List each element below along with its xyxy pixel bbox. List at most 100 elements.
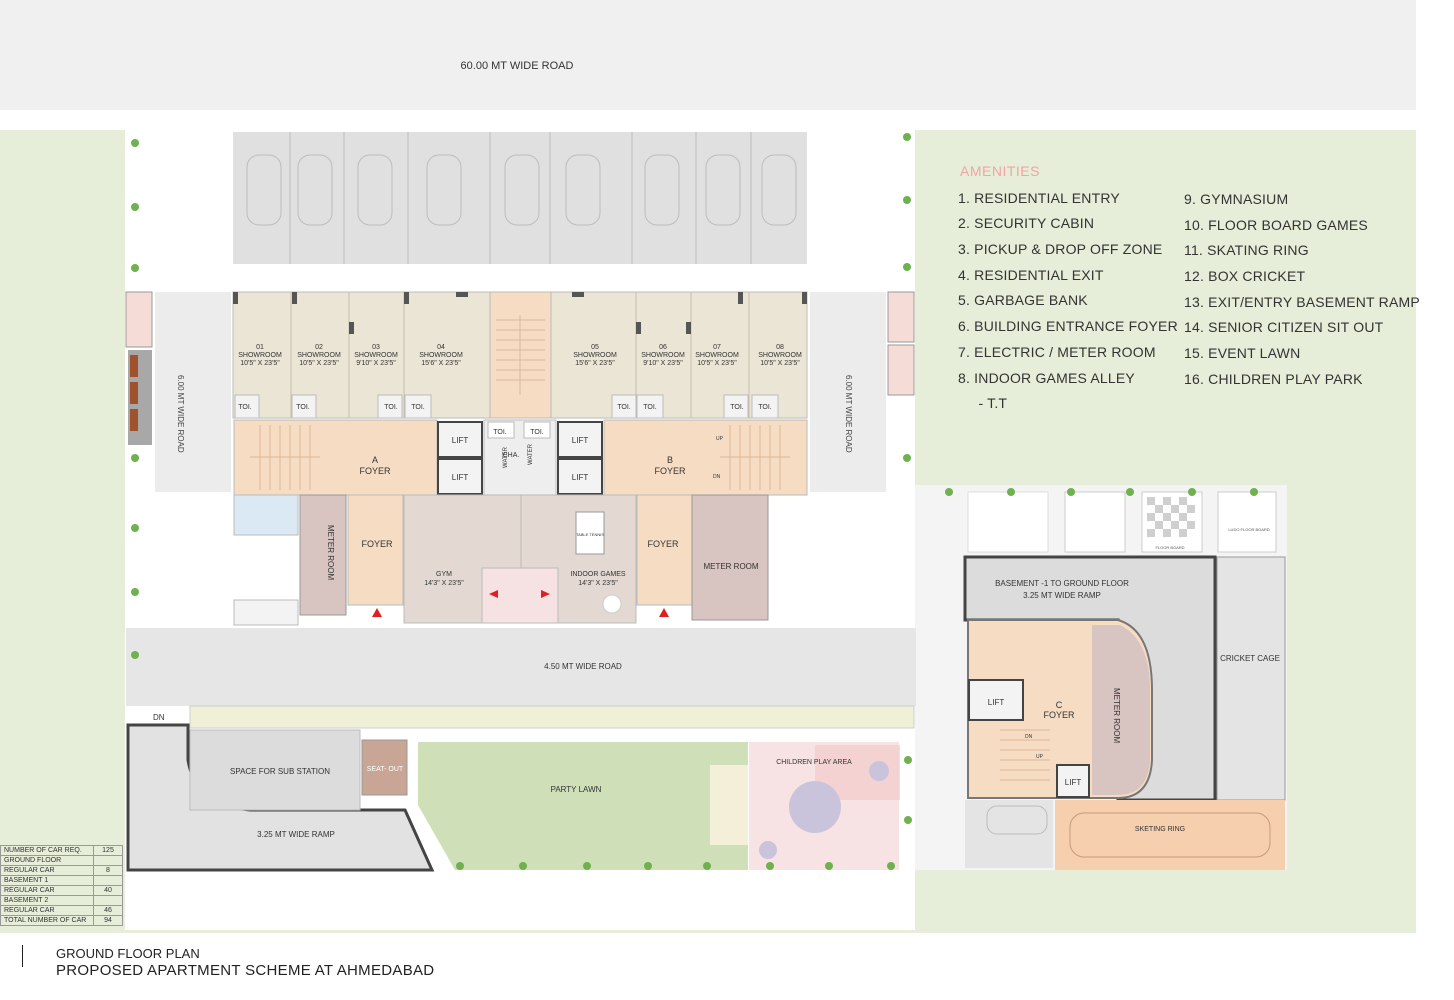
front-parking bbox=[233, 132, 807, 264]
car-parking-table: NUMBER OF CAR REQ.125 GROUND FLOOR REGUL… bbox=[0, 845, 123, 926]
showroom-01-size: 10'5" X 23'5" bbox=[240, 360, 280, 367]
svg-text:UP: UP bbox=[1036, 754, 1044, 760]
showroom-03-num: 03 bbox=[372, 344, 380, 351]
amenity-6: 6. BUILDING ENTRANCE FOYER bbox=[958, 318, 1178, 334]
water-label: WATER bbox=[503, 446, 509, 468]
svg-text:TOI.: TOI. bbox=[530, 429, 544, 436]
sub-station bbox=[189, 729, 361, 811]
plan-title: GROUND FLOOR PLAN bbox=[56, 946, 200, 961]
lift-4 bbox=[557, 458, 603, 495]
showroom-08-size: 10'5" X 23'5" bbox=[760, 360, 800, 367]
svg-text:TOI.: TOI. bbox=[384, 404, 398, 411]
toilet-label: TOI. bbox=[238, 404, 252, 411]
showroom-03-name: SHOWROOM bbox=[354, 352, 398, 359]
svg-text:LIFT: LIFT bbox=[452, 473, 469, 482]
play-dome bbox=[789, 781, 841, 833]
svg-text:DN: DN bbox=[713, 474, 721, 480]
seat-out-label: SEAT- OUT bbox=[367, 766, 404, 773]
showroom-08-name: SHOWROOM bbox=[758, 352, 802, 359]
meter-room-c-label: METER ROOM bbox=[1112, 688, 1121, 743]
amenity-9: 9. GYMNASIUM bbox=[1184, 191, 1289, 207]
svg-text:TOI.: TOI. bbox=[296, 404, 310, 411]
showroom-05-num: 05 bbox=[591, 344, 599, 351]
svg-text:LUDO FLOOR BOARD: LUDO FLOOR BOARD bbox=[1228, 527, 1269, 532]
indoor-games-size: 14'3" X 23'5" bbox=[578, 580, 618, 587]
table-row: NUMBER OF CAR REQ.125 bbox=[0, 845, 123, 856]
basement-ramp-label-1: BASEMENT -1 TO GROUND FLOOR bbox=[995, 579, 1129, 588]
amenity-10: 10. FLOOR BOARD GAMES bbox=[1184, 217, 1368, 233]
table-row: GROUND FLOOR bbox=[0, 855, 123, 866]
table-row: BASEMENT 1 bbox=[0, 875, 123, 886]
svg-text:DN: DN bbox=[1025, 734, 1033, 740]
inner-road bbox=[126, 628, 916, 706]
right-road bbox=[810, 292, 886, 492]
foyer-c-letter: C bbox=[1056, 700, 1063, 710]
showroom-07-num: 07 bbox=[713, 344, 721, 351]
svg-text:LIFT: LIFT bbox=[988, 698, 1005, 707]
svg-text:TOI.: TOI. bbox=[411, 404, 425, 411]
svg-text:TOI.: TOI. bbox=[758, 404, 772, 411]
svg-text:TOI.: TOI. bbox=[643, 404, 657, 411]
svg-text:UP: UP bbox=[716, 436, 724, 442]
amenity-3: 3. PICKUP & DROP OFF ZONE bbox=[958, 241, 1163, 257]
trees bbox=[131, 133, 1258, 870]
amenity-12: 12. BOX CRICKET bbox=[1184, 268, 1306, 284]
showroom-04-name: SHOWROOM bbox=[419, 352, 463, 359]
foyer-c-label: FOYER bbox=[1043, 710, 1075, 720]
floor-board-game-1 bbox=[1064, 491, 1126, 553]
showroom-03-size: 9'10" X 23'5" bbox=[356, 360, 396, 367]
meter-room-c bbox=[1092, 625, 1150, 795]
foyer-b-letter: B bbox=[667, 455, 673, 465]
main-road-area bbox=[0, 0, 1416, 110]
plan-subtitle: PROPOSED APARTMENT SCHEME AT AHMEDABAD bbox=[56, 962, 435, 979]
chamber-label: CHA. bbox=[503, 452, 520, 459]
meter-room-left bbox=[299, 494, 347, 616]
left-road bbox=[155, 292, 231, 492]
meter-room-right bbox=[691, 494, 769, 621]
skating-ring-label: SKETING RING bbox=[1135, 826, 1185, 833]
cricket-cage-label: CRICKET CAGE bbox=[1220, 654, 1280, 663]
amenity-16: 16. CHILDREN PLAY PARK bbox=[1184, 371, 1363, 387]
meter-room-left-label: METER ROOM bbox=[326, 525, 335, 580]
showroom-04-size: 15'6" X 23'5" bbox=[421, 360, 461, 367]
svg-text:FLOOR BOARD: FLOOR BOARD bbox=[1155, 545, 1184, 550]
showroom-05-size: 15'6" X 23'5" bbox=[575, 360, 615, 367]
seat-out bbox=[361, 739, 408, 796]
foyer-b-lower-label: FOYER bbox=[647, 539, 679, 549]
cricket-cage bbox=[1216, 556, 1286, 801]
svg-text:TABLE TENNIS: TABLE TENNIS bbox=[576, 532, 604, 537]
svg-text:TOI.: TOI. bbox=[493, 429, 507, 436]
indoor-games-label: INDOOR GAMES bbox=[570, 571, 626, 578]
party-lawn bbox=[418, 742, 748, 870]
amenity-4: 4. RESIDENTIAL EXIT bbox=[958, 267, 1104, 283]
amenity-13: 13. EXIT/ENTRY BASEMENT RAMP bbox=[1184, 294, 1420, 310]
svg-text:LIFT: LIFT bbox=[452, 436, 469, 445]
amenity-5: 5. GARBAGE BANK bbox=[958, 292, 1088, 308]
table-row: BASEMENT 2 bbox=[0, 895, 123, 906]
foyer-a-lower bbox=[347, 494, 404, 606]
amenity-14: 14. SENIOR CITIZEN SIT OUT bbox=[1184, 319, 1384, 335]
lift-c-1 bbox=[968, 679, 1024, 721]
amenity-1: 1. RESIDENTIAL ENTRY bbox=[958, 190, 1120, 206]
amenity-8: 8. INDOOR GAMES ALLEY bbox=[958, 370, 1135, 386]
lift-1 bbox=[437, 421, 483, 458]
showroom-06-name: SHOWROOM bbox=[641, 352, 685, 359]
amenities-title: AMENITIES bbox=[960, 163, 1040, 179]
parking-bays bbox=[246, 132, 797, 264]
skating-ring bbox=[1055, 800, 1285, 870]
showroom-02-size: 10'5" X 23'5" bbox=[299, 360, 339, 367]
left-road-label: 6.00 MT WIDE ROAD bbox=[176, 375, 185, 453]
amenity-7: 7. ELECTRIC / METER ROOM bbox=[958, 344, 1156, 360]
showroom-01-num: 01 bbox=[256, 344, 264, 351]
inner-road-label: 4.50 MT WIDE ROAD bbox=[544, 662, 622, 671]
showroom-02-num: 02 bbox=[315, 344, 323, 351]
main-road-label: 60.00 MT WIDE ROAD bbox=[461, 60, 574, 72]
showroom-01-name: SHOWROOM bbox=[238, 352, 282, 359]
showroom-05-name: SHOWROOM bbox=[573, 352, 617, 359]
gym-size: 14'3" X 23'5" bbox=[424, 580, 464, 587]
foyer-b-label: FOYER bbox=[654, 466, 686, 476]
